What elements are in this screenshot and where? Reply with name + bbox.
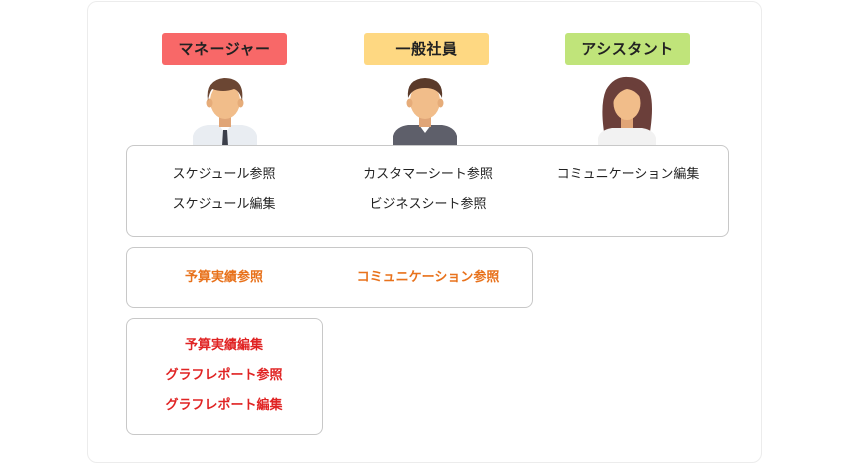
permission-customer-sheet-view: カスタマーシート参照: [363, 167, 493, 182]
permission-business-sheet-view: ビジネスシート参照: [369, 197, 487, 212]
permission-communication-edit: コミュニケーション編集: [556, 167, 700, 182]
permission-graph-report-edit: グラフレポート編集: [165, 398, 283, 413]
permission-communication-view: コミュニケーション参照: [356, 270, 500, 285]
employee-avatar-icon: [390, 74, 460, 146]
permission-budget-actual-edit: 予算実績編集: [184, 338, 264, 353]
all-roles-permission-box: [126, 145, 729, 237]
permission-schedule-view: スケジュール参照: [172, 167, 276, 182]
assistant-avatar-icon: [592, 74, 662, 146]
role-badge-assistant: アシスタント: [565, 33, 690, 65]
manager-only-permission-box: [126, 318, 323, 435]
role-badge-employee: 一般社員: [364, 33, 489, 65]
permission-graph-report-view: グラフレポート参照: [165, 368, 283, 383]
permission-schedule-edit: スケジュール編集: [172, 197, 276, 212]
role-badge-manager: マネージャー: [162, 33, 287, 65]
manager-employee-permission-box: [126, 247, 533, 308]
manager-avatar-icon: [190, 74, 260, 146]
permission-budget-actual-view: 予算実績参照: [184, 270, 264, 285]
